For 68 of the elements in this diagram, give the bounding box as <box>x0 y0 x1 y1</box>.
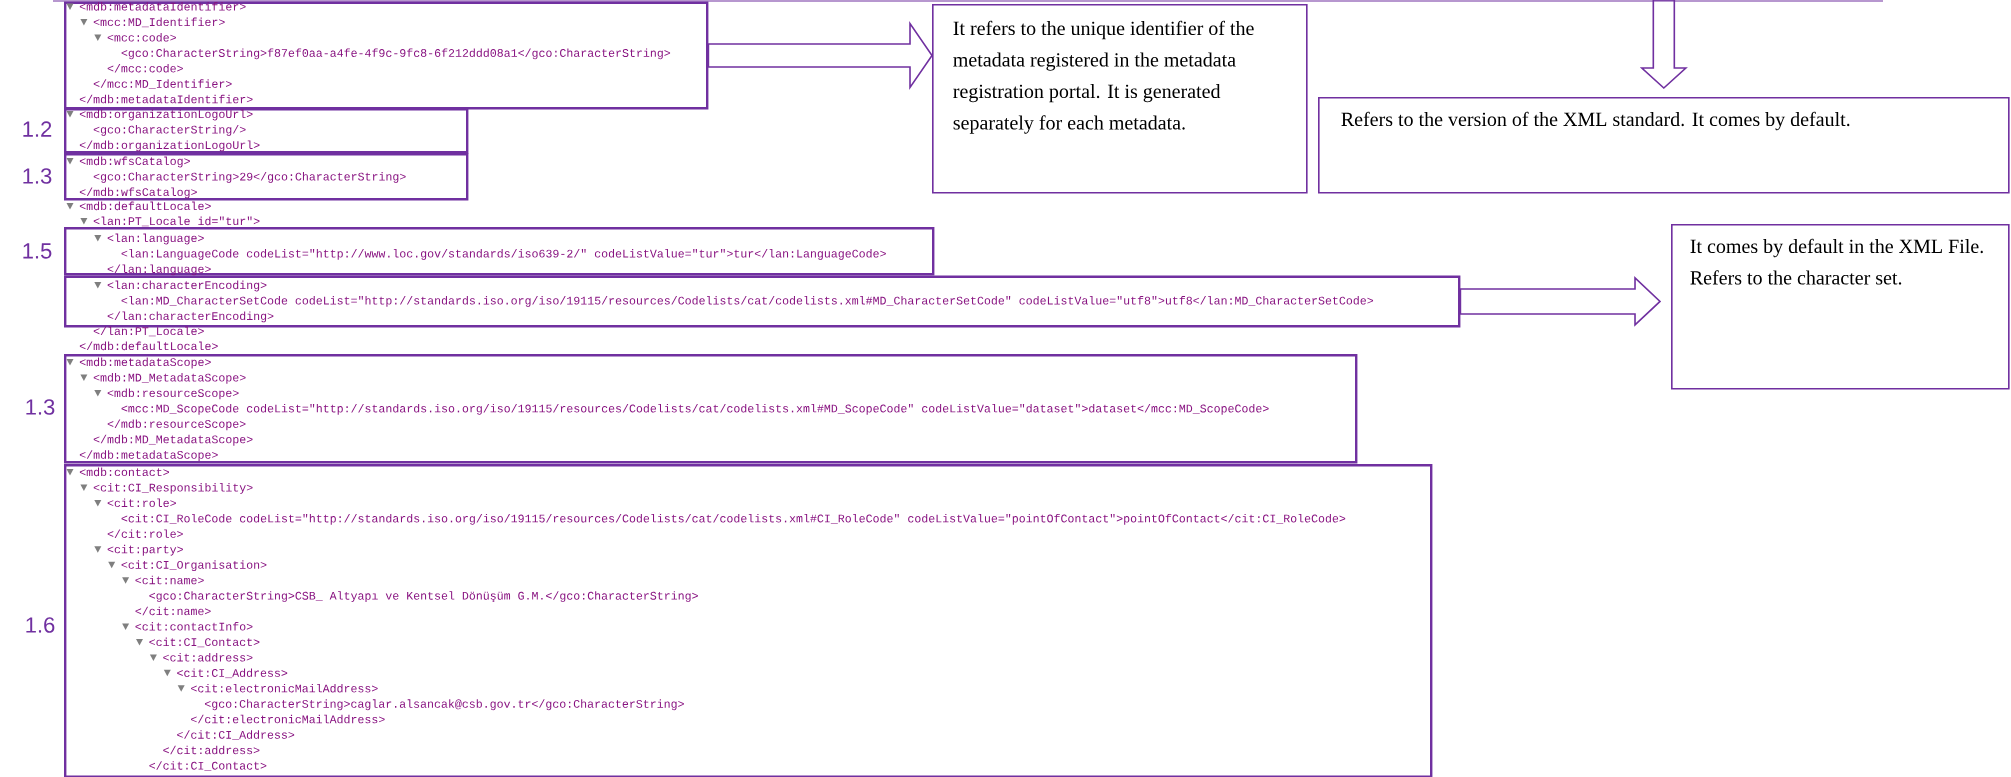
code-line: </lan:PT_Locale> <box>93 326 204 337</box>
code-line: </mdb:metadataScope> <box>79 450 218 462</box>
code-box <box>64 227 935 276</box>
code-line: </mdb:defaultLocale> <box>79 341 218 351</box>
code-line: <mdb:resourceScope> <box>107 388 239 400</box>
section-number: 1.3 <box>26 399 55 415</box>
code-line: </mcc:code> <box>107 63 183 73</box>
block-arrow <box>1639 0 1688 90</box>
code-line: <cit:role> <box>107 498 176 507</box>
code-line: <lan:language> <box>107 233 204 245</box>
code-line: <cit:CI_Organisation> <box>121 560 267 572</box>
code-line: <mdb:metadataIdentifier> <box>79 2 246 11</box>
code-box <box>64 275 1461 328</box>
code-line: <mdb:contact> <box>79 467 169 477</box>
code-line: <lan:characterEncoding> <box>107 280 267 292</box>
code-line: <cit:party> <box>107 544 183 556</box>
code-line: <lan:PT_Locale id="tur"> <box>93 216 260 227</box>
code-line: <mdb:defaultLocale> <box>79 201 211 211</box>
section-number: 1.2 <box>23 121 52 137</box>
code-line: <cit:CI_Responsibility> <box>93 483 253 494</box>
code-line: </mdb:MD_MetadataScope> <box>93 434 253 446</box>
code-line: </mdb:resourceScope> <box>107 419 246 431</box>
code-line: </cit:role> <box>107 529 183 538</box>
code-line: <mcc:MD_ScopeCode codeList="http://standards.iso.org/iso/19115/resources/Codelists/cat/codelists.xml#MD_ScopeCode" codeListValue="dataset">dataset</mcc:MD_ScopeCode> <box>121 403 1269 415</box>
code-box <box>64 464 1433 777</box>
code-line: <cit:contactInfo> <box>135 622 253 631</box>
code-line: <mcc:MD_Identifier> <box>93 17 225 28</box>
code-line: </mdb:metadataIdentifier> <box>79 94 253 104</box>
code-line: <lan:LanguageCode codeList="http://www.loc.gov/standards/iso639-2/" codeListValue="tur">tur</lan:LanguageCode> <box>121 249 886 260</box>
code-line: </lan:language> <box>107 264 211 276</box>
code-line: <cit:CI_RoleCode codeList="http://standards.iso.org/iso/19115/resources/Codelists/cat/codelists.xml#CI_RoleCode" codeListValue="pointOfContact">pointOfContact</cit:CI_RoleCode> <box>121 513 1346 525</box>
code-line: </mdb:organizationLogoUrl> <box>79 140 260 152</box>
code-line: <gco:CharacterString/> <box>93 125 246 136</box>
code-line: <mcc:code> <box>107 33 176 42</box>
code-line: <lan:MD_CharacterSetCode codeList="http://standards.iso.org/iso/19115/resources/Codelists/cat/codelists.xml#MD_CharacterSetCode" codeListValue="utf8">utf8</lan:MD_CharacterSetCode> <box>121 296 1374 307</box>
code-line: <gco:CharacterString>CSB_ Altyapı ve Kentsel Dönüşüm G.M.</gco:CharacterString> <box>149 591 698 603</box>
note-box: It refers to the unique identifier of the metadata registered in the metadata registration portal. It is generated separately for each metadata. <box>932 4 1308 194</box>
code-line: <mdb:MD_MetadataScope> <box>93 373 246 384</box>
code-box <box>64 1 709 110</box>
code-line: </cit:name> <box>135 606 211 616</box>
code-box <box>64 354 1358 464</box>
code-box <box>64 153 469 201</box>
code-line: </cit:electronicMailAddress> <box>191 714 385 724</box>
code-line: <gco:CharacterString>caglar.alsancak@csb.gov.tr</gco:CharacterString> <box>204 699 684 711</box>
block-arrow <box>1459 276 1662 327</box>
code-line: </mdb:wfsCatalog> <box>79 187 197 199</box>
code-line: </lan:characterEncoding> <box>107 311 274 323</box>
block-arrow <box>707 20 933 91</box>
section-number: 1.5 <box>23 243 52 259</box>
code-line: <mdb:metadataScope> <box>79 357 211 369</box>
code-line: <gco:CharacterString>29</gco:CharacterString> <box>93 172 406 183</box>
code-line: <cit:CI_Contact> <box>149 637 260 648</box>
code-line: </cit:CI_Address> <box>177 730 295 740</box>
code-line: </cit:address> <box>163 745 260 755</box>
code-box <box>64 108 469 154</box>
note-box: Refers to the version of the XML standard. It comes by default. <box>1318 97 2010 194</box>
code-line: <mdb:organizationLogoUrl> <box>79 109 253 121</box>
code-line: <cit:name> <box>135 575 204 585</box>
section-number: 1.6 <box>26 617 55 633</box>
code-line: <mdb:wfsCatalog> <box>79 156 190 168</box>
code-line: </mcc:MD_Identifier> <box>93 79 232 89</box>
code-line: <cit:CI_Address> <box>177 668 288 679</box>
note-box: It comes by default in the XML File. Refers to the character set. <box>1671 224 2010 390</box>
code-line: <cit:electronicMailAddress> <box>191 683 378 693</box>
code-line: </cit:CI_Contact> <box>149 761 267 771</box>
section-number: 1.3 <box>23 168 52 184</box>
code-line: <gco:CharacterString>f87ef0aa-a4fe-4f9c-9fc8-6f212ddd08a1</gco:CharacterString> <box>121 48 671 60</box>
code-line: <cit:address> <box>163 653 253 662</box>
